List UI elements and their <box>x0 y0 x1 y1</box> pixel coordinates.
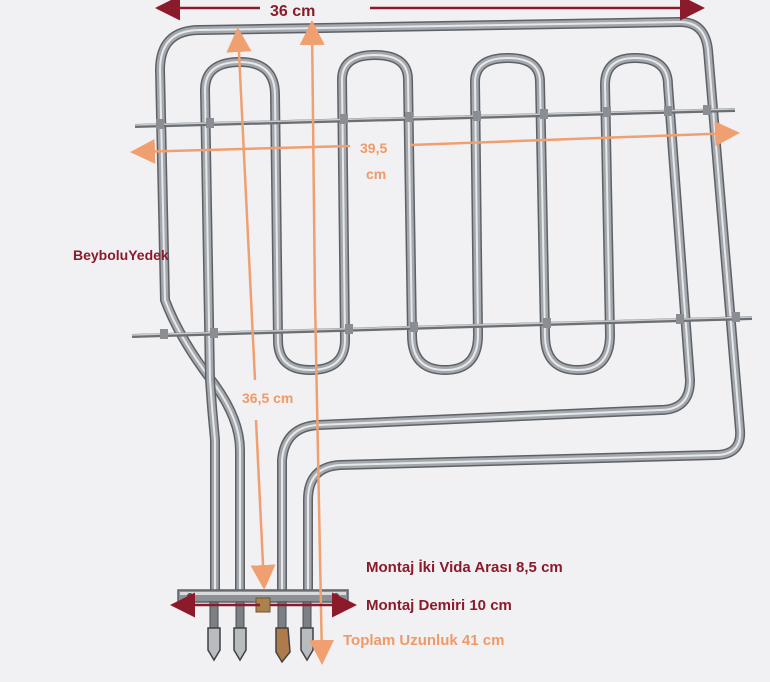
terminal-pins <box>207 601 314 664</box>
mounting-bracket <box>177 589 349 613</box>
bracket-length-label: Montaj Demiri 10 cm <box>366 597 512 614</box>
bar-width-value-label: 39,5 <box>360 140 388 156</box>
bar-width-unit-label: cm <box>366 166 387 182</box>
inner-height-label: 36,5 cm <box>242 390 294 406</box>
support-bars <box>131 105 753 339</box>
brand-watermark: BeyboluYedek <box>73 247 169 263</box>
screw-spacing-label: Montaj İki Vida Arası 8,5 cm <box>366 559 563 576</box>
top-width-label: 36 cm <box>270 3 316 20</box>
dimension-arrows <box>130 0 740 665</box>
total-length-label: Toplam Uzunluk 41 cm <box>343 632 505 649</box>
heating-tube <box>155 17 746 595</box>
